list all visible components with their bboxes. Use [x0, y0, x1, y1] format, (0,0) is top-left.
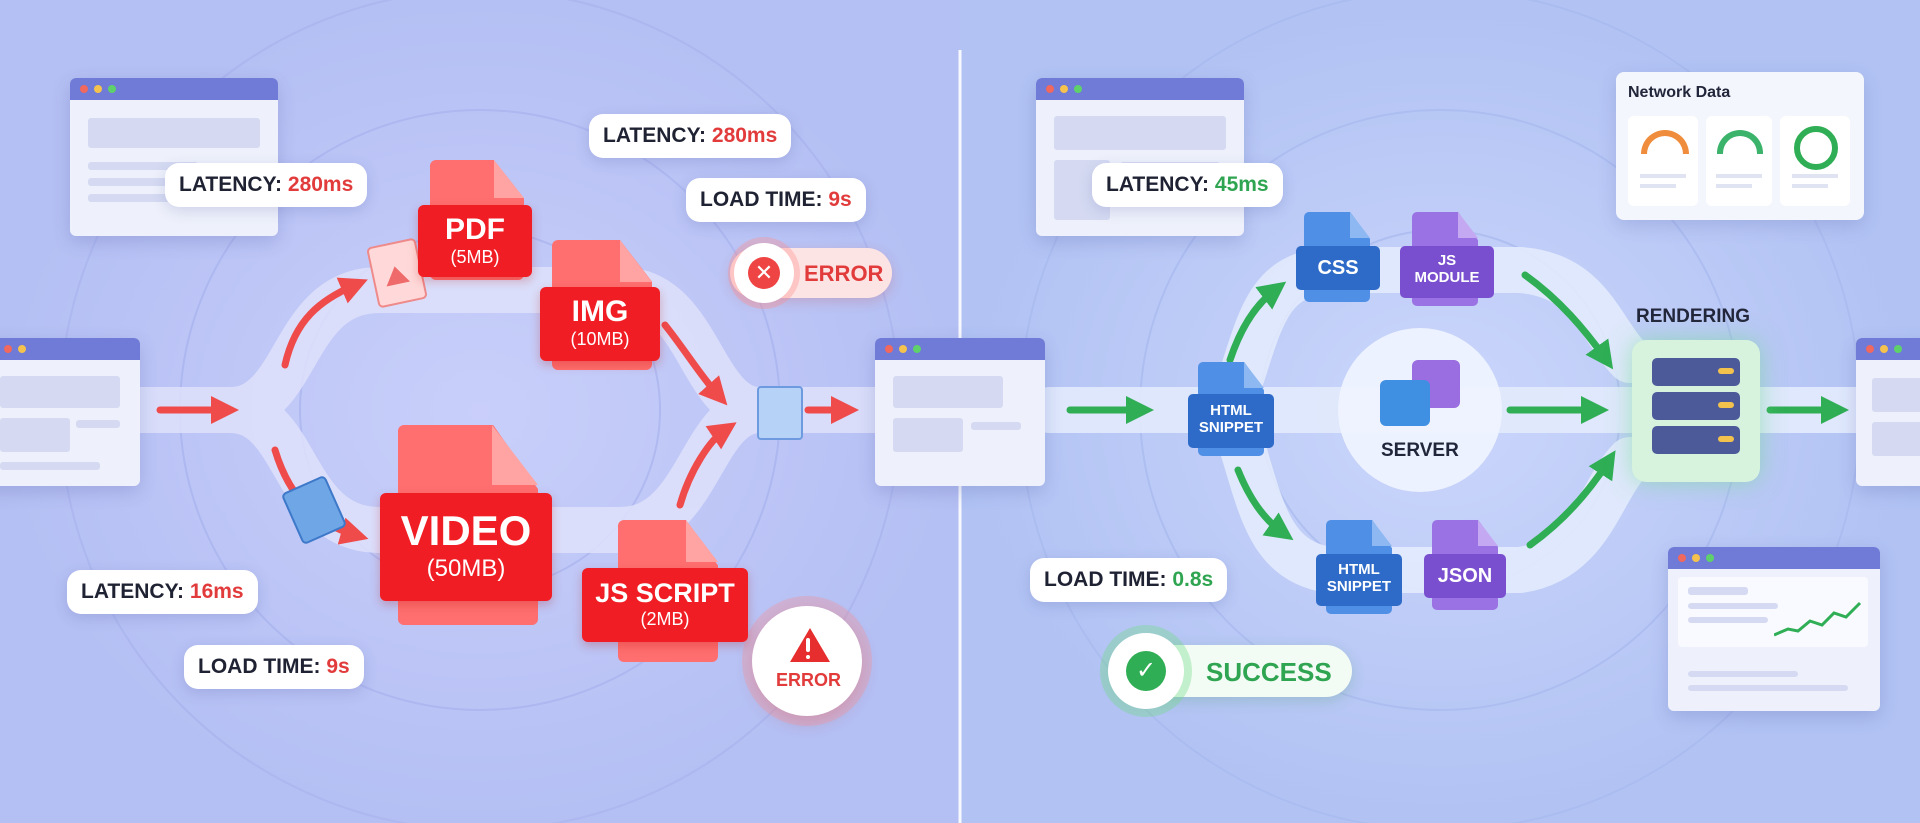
latency-pill-right: LATENCY: 45ms — [1092, 163, 1283, 207]
css-label: CSS — [1317, 257, 1359, 279]
latency-pill-top-mid: LATENCY: 280ms — [589, 114, 792, 158]
js-module-label-line2: MODULE — [1414, 269, 1480, 286]
pdf-size: (5MB) — [450, 247, 500, 267]
html-mid-label-line1: HTML — [1210, 402, 1252, 419]
img-file: IMG (10MB) — [540, 240, 660, 370]
server-blocks-icon — [1378, 360, 1468, 430]
document-file-icon — [757, 386, 803, 440]
window-analytics — [1668, 547, 1880, 711]
error-x-icon: ✕ — [734, 243, 794, 303]
latency-pill-top-left: LATENCY: 280ms — [165, 163, 368, 207]
img-label: IMG — [571, 295, 629, 328]
html-bottom-label-line2: SNIPPET — [1326, 578, 1392, 595]
donut-chart-icon — [1794, 126, 1838, 170]
load-time-pill-bottom: LOAD TIME: 9s — [184, 645, 364, 689]
json-file: JSON — [1424, 520, 1506, 610]
pdf-label: PDF — [445, 213, 505, 246]
js-script-file: JS SCRIPT (2MB) — [582, 520, 748, 662]
window-right-destination — [1856, 338, 1920, 486]
window-top-right-left — [1036, 78, 1244, 236]
success-badge: ✓ SUCCESS — [1108, 633, 1352, 709]
html-mid-label-line2: SNIPPET — [1198, 419, 1264, 436]
checkmark-icon: ✓ — [1108, 633, 1184, 709]
donut-card — [1780, 116, 1850, 206]
css-file: CSS — [1296, 212, 1380, 302]
load-time-pill-right: LOAD TIME: 0.8s — [1030, 558, 1228, 602]
warning-icon — [790, 628, 830, 662]
latency-pill-bottom: LATENCY: 16ms — [67, 570, 258, 614]
window-top-left — [70, 78, 278, 236]
gauge-card-red — [1628, 116, 1698, 206]
network-data-panel: Network Data — [1616, 72, 1864, 220]
gauge-card-green — [1706, 116, 1772, 206]
window-center-destination — [875, 338, 1045, 486]
server-label: SERVER — [1381, 440, 1459, 461]
html-snippet-file-bottom: HTML SNIPPET — [1316, 520, 1402, 614]
video-size: (50MB) — [426, 555, 506, 582]
error-badge-bottom: ERROR — [752, 606, 862, 716]
gauge-red-icon — [1641, 130, 1689, 154]
js-module-label-line1: JS — [1437, 252, 1457, 269]
json-label: JSON — [1437, 565, 1493, 587]
line-chart-icon — [1774, 601, 1862, 637]
html-snippet-file-mid: HTML SNIPPET — [1188, 362, 1274, 456]
html-bottom-label-line1: HTML — [1338, 561, 1380, 578]
rendering-label: RENDERING — [1636, 306, 1751, 327]
video-label: VIDEO — [400, 507, 532, 554]
load-time-pill-top: LOAD TIME: 9s — [686, 178, 866, 222]
video-file: VIDEO (50MB) — [380, 425, 552, 625]
window-left-source — [0, 338, 140, 486]
pdf-file: PDF (5MB) — [418, 160, 532, 280]
network-data-title: Network Data — [1628, 84, 1731, 101]
rendering-server-icon — [1632, 340, 1760, 482]
js-script-size: (2MB) — [640, 609, 690, 629]
error-badge-top: ✕ ERROR — [730, 243, 892, 303]
gauge-green-icon — [1717, 130, 1763, 154]
img-size: (10MB) — [570, 329, 630, 349]
js-module-file: JS MODULE — [1400, 212, 1494, 306]
js-script-label: JS SCRIPT — [595, 578, 735, 608]
